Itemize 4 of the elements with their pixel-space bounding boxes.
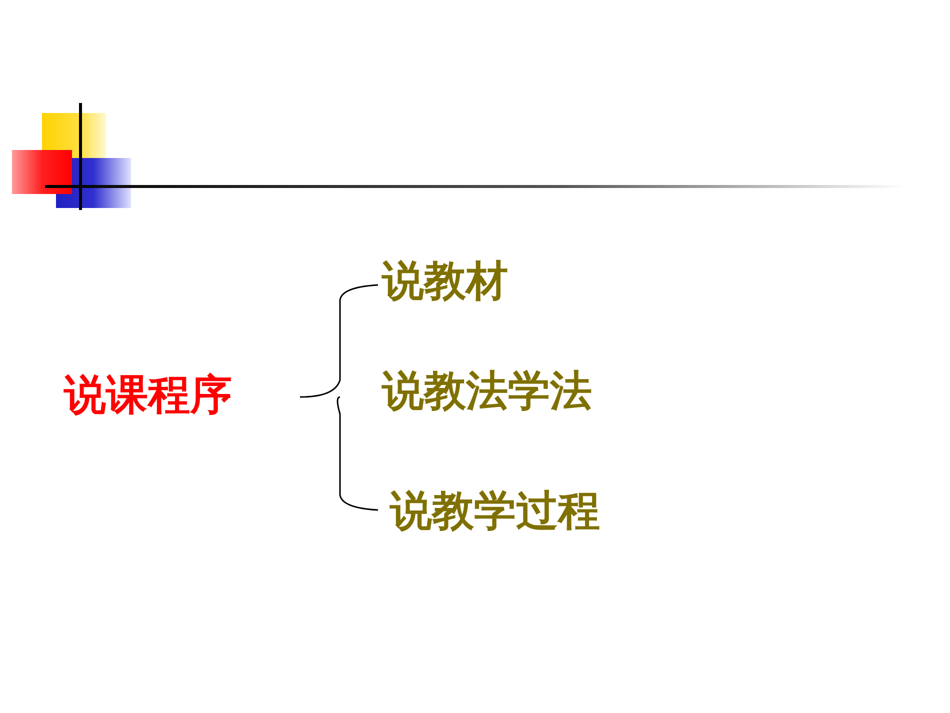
- topic-heading: 说课程序: [64, 372, 232, 418]
- branch-label: 说教材: [382, 258, 508, 304]
- branch-label: 说教法学法: [382, 368, 592, 414]
- branch-label: 说教学过程: [390, 488, 600, 534]
